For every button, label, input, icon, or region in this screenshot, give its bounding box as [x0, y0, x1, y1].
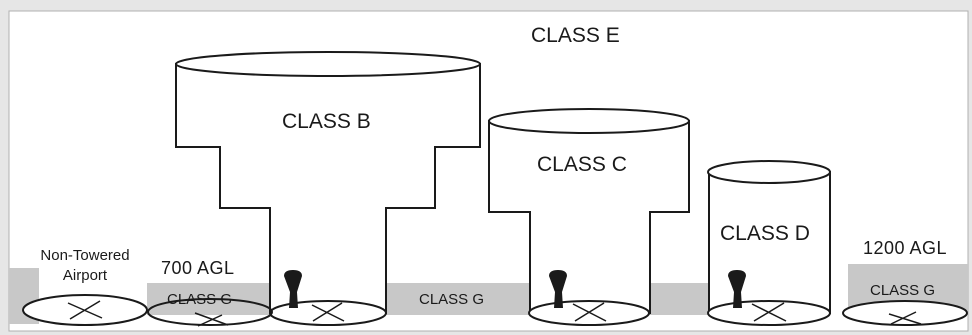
class-g-label-middle: CLASS G	[419, 291, 484, 308]
class-b-label: CLASS B	[282, 110, 371, 133]
control-tower-icon	[284, 270, 302, 308]
runway-x-icon	[888, 311, 922, 325]
agl-1200-label: 1200 AGL	[863, 238, 947, 258]
class-g-1200-airport	[842, 300, 968, 326]
runway-x-icon	[194, 312, 229, 327]
class-g-label-left: CLASS G	[167, 291, 232, 308]
class-e-label: CLASS E	[531, 24, 620, 47]
class-g-band	[9, 264, 968, 324]
class-d-airport-runway	[751, 302, 787, 322]
non-towered-label-line1: Non-Towered	[40, 247, 129, 264]
class-d-label: CLASS D	[720, 222, 810, 245]
class-g-700-airport	[147, 298, 273, 327]
class-c-label: CLASS C	[537, 153, 627, 176]
runway-x-icon	[67, 300, 103, 320]
control-tower-icon	[549, 270, 567, 308]
runway-x-icon	[311, 304, 345, 322]
non-towered-label-line2: Airport	[63, 267, 108, 284]
control-tower-icon	[728, 270, 746, 308]
class-c-airport-runway	[572, 302, 607, 322]
class-g-label-right: CLASS G	[870, 282, 935, 299]
class-b-airport-runway	[311, 302, 345, 322]
non-towered-airport	[22, 294, 148, 326]
agl-700-label: 700 AGL	[161, 258, 235, 278]
